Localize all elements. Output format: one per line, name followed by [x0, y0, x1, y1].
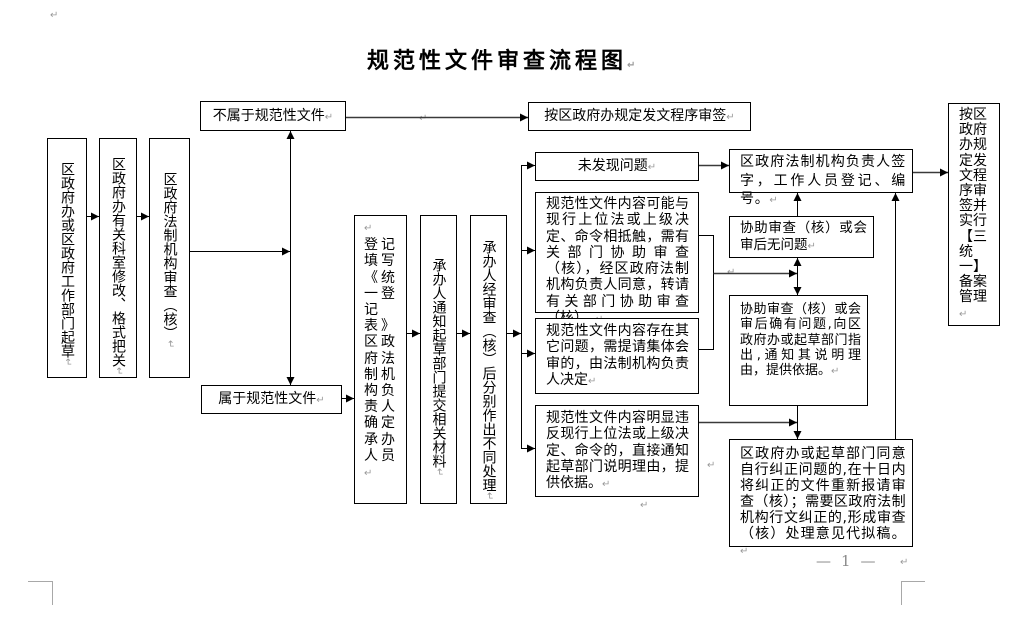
paragraph-mark: ↵ — [727, 267, 736, 278]
paragraph-mark: ↵ — [831, 366, 840, 378]
node-text: 区政府法制机构负责人签字，工作人员登记、编号。 — [740, 154, 906, 207]
node-text: 未发现问题 — [577, 158, 648, 174]
paragraph-mark: ↵ — [602, 479, 611, 491]
bracket-conflict-and-other — [699, 235, 714, 350]
node-text: 规范性文件内容存在其它问题，需提请集体会审的，由法制机构负责人决定 — [546, 323, 689, 388]
node-text: 区政府法制机构审查（核） — [161, 172, 178, 340]
node-text: 按区政府办规定发文程序审签并实行【三统一】备案管理 — [959, 107, 987, 306]
crop-mark-bottom-left — [28, 581, 53, 605]
node-text: 按区政府办规定发文程序审签 — [544, 108, 727, 124]
node-text: 承办人通知起草部门提交相关材料 — [430, 258, 447, 468]
node-general-signoff[interactable]: 按区政府办规定发文程序审签↵ — [528, 102, 751, 131]
page-title: 规范性文件审查流程图↵ — [367, 46, 635, 81]
paragraph-mark: ↵ — [745, 191, 753, 202]
paragraph-mark: ↵ — [627, 60, 636, 71]
paragraph-mark: ↵ — [807, 241, 816, 252]
paragraph-mark: ↵ — [769, 195, 778, 206]
node-text-wrapper: 区政府办或区政府工作部门起草↵ — [59, 139, 75, 367]
crop-mark-bottom-right — [901, 581, 925, 605]
node-no-issue[interactable]: 未发现问题↵ — [535, 152, 699, 181]
paragraph-mark: ↵ — [50, 10, 59, 21]
node-clear-violation[interactable]: 规范性文件内容明显违反现行上位法或上级决定、命令的，直接通知起草部门说明理由，提… — [535, 405, 699, 497]
paragraph-mark: ↵ — [324, 112, 334, 123]
node-text: 区政府办有关科室修改、格式把关 — [110, 157, 126, 367]
node-text: 规范性文件内容可能与现行上位法或上级决定、命令相抵触，需有关部门协助审查（核），… — [546, 196, 689, 326]
node-text-wrapper: 承办人经审查（核）后分别作出不同处理↵ — [480, 216, 497, 501]
node-assist-problem[interactable]: 协助审查（核）或会审后确有问题,向区政府办或起草部门指出,通知其说明理由，提供依… — [729, 295, 868, 406]
node-text: 属于规范性文件 — [218, 391, 317, 407]
page-number-dash: — — [860, 552, 876, 570]
node-register[interactable]: ↵ 登记填写《统一登记表》区政府法制机构负责人确定承办人员 ↵ — [354, 215, 407, 504]
paragraph-mark: ↵ — [164, 340, 176, 349]
node-text: 不属于规范性文件 — [212, 108, 325, 124]
node-text: 协助审查（核）或会审后无问题 — [740, 220, 867, 253]
node-text: 协助审查（核）或会审后确有问题,向区政府办或起草部门指出,通知其说明理由，提供依… — [740, 302, 861, 379]
paragraph-mark: ↵ — [647, 162, 657, 173]
node-legal-review[interactable]: 区政府法制机构审查（核）↵ — [149, 138, 190, 378]
node-text-wrapper: 区政府法制机构审查（核）↵ — [161, 139, 178, 349]
node-text-wrapper: 区政府办有关科室修改、格式把关↵ — [110, 139, 126, 376]
paragraph-mark: ↵ — [433, 468, 445, 477]
node-text-wrapper: ↵ 登记填写《统一登记表》区政府法制机构负责人确定承办人员 ↵ — [355, 216, 399, 482]
paragraph-mark: ↵ — [900, 557, 909, 568]
node-text: 承办人经审查（核）后分别作出不同处理 — [480, 240, 497, 492]
node-not-normative[interactable]: 不属于规范性文件↵ — [200, 101, 346, 131]
paragraph-mark: ↵ — [740, 546, 749, 557]
node-correction[interactable]: 区政府办或起草部门同意自行纠正问题的,在十日内将纠正的文件重新报请审查（核）；需… — [729, 439, 913, 557]
paragraph-mark: ↵ — [959, 308, 968, 320]
paragraph-mark: ↵ — [316, 395, 325, 406]
node-sign-and-number[interactable]: 区政府法制机构负责人签字，工作人员登记、编号。↵ — [729, 149, 913, 207]
paragraph-mark: ↵ — [588, 375, 597, 387]
node-is-normative[interactable]: 属于规范性文件↵ — [201, 385, 342, 414]
paragraph-mark: ↵ — [726, 112, 735, 123]
node-final-filing[interactable]: 按区政府办规定发文程序审签并实行【三统一】备案管理 ↵ — [948, 103, 1000, 326]
paragraph-mark: ↵ — [113, 367, 124, 376]
page-number-dash: — — [816, 552, 831, 570]
node-text: 区政府办或区政府工作部门起草 — [59, 162, 75, 358]
node-text: 区政府办或起草部门同意自行纠正问题的,在十日内将纠正的文件重新报请审查（核）；需… — [740, 446, 906, 542]
paragraph-mark: ↵ — [483, 492, 495, 501]
node-other-issue-collective[interactable]: 规范性文件内容存在其它问题，需提请集体会审的，由法制机构负责人决定↵ — [535, 318, 699, 394]
paragraph-mark: ↵ — [364, 223, 373, 234]
node-text: 登记填写《统一登记表》区政府法制机构负责人确定承办人员 — [364, 237, 398, 464]
node-text-wrapper: 按区政府办规定发文程序审签并实行【三统一】备案管理 ↵ — [949, 104, 988, 322]
paragraph-mark: ↵ — [707, 460, 716, 471]
paragraph-mark: ↵ — [640, 500, 649, 511]
title-text: 规范性文件审查流程图 — [367, 48, 628, 74]
page-number-value: 1 — [841, 552, 851, 570]
node-notify-materials[interactable]: 承办人通知起草部门提交相关材料↵ — [420, 215, 457, 504]
node-text: 规范性文件内容明显违反现行上位法或上级决定、命令的，直接通知起草部门说明理由，提… — [546, 410, 689, 492]
paragraph-mark: ↵ — [62, 358, 73, 367]
node-text-wrapper: 承办人通知起草部门提交相关材料↵ — [430, 216, 447, 477]
node-reviewer-handling[interactable]: 承办人经审查（核）后分别作出不同处理↵ — [470, 215, 507, 504]
paragraph-mark: ↵ — [364, 468, 373, 480]
paragraph-mark: ↵ — [419, 113, 428, 124]
node-assist-ok[interactable]: 协助审查（核）或会审后无问题↵ — [729, 216, 874, 258]
node-drafting[interactable]: 区政府办或区政府工作部门起草↵ — [47, 138, 87, 378]
node-conflict-assist[interactable]: 规范性文件内容可能与现行上位法或上级决定、命令相抵触，需有关部门协助审查（核），… — [535, 192, 699, 326]
page-number: — 1 — — [816, 552, 876, 570]
node-office-format-check[interactable]: 区政府办有关科室修改、格式把关↵ — [99, 138, 137, 378]
